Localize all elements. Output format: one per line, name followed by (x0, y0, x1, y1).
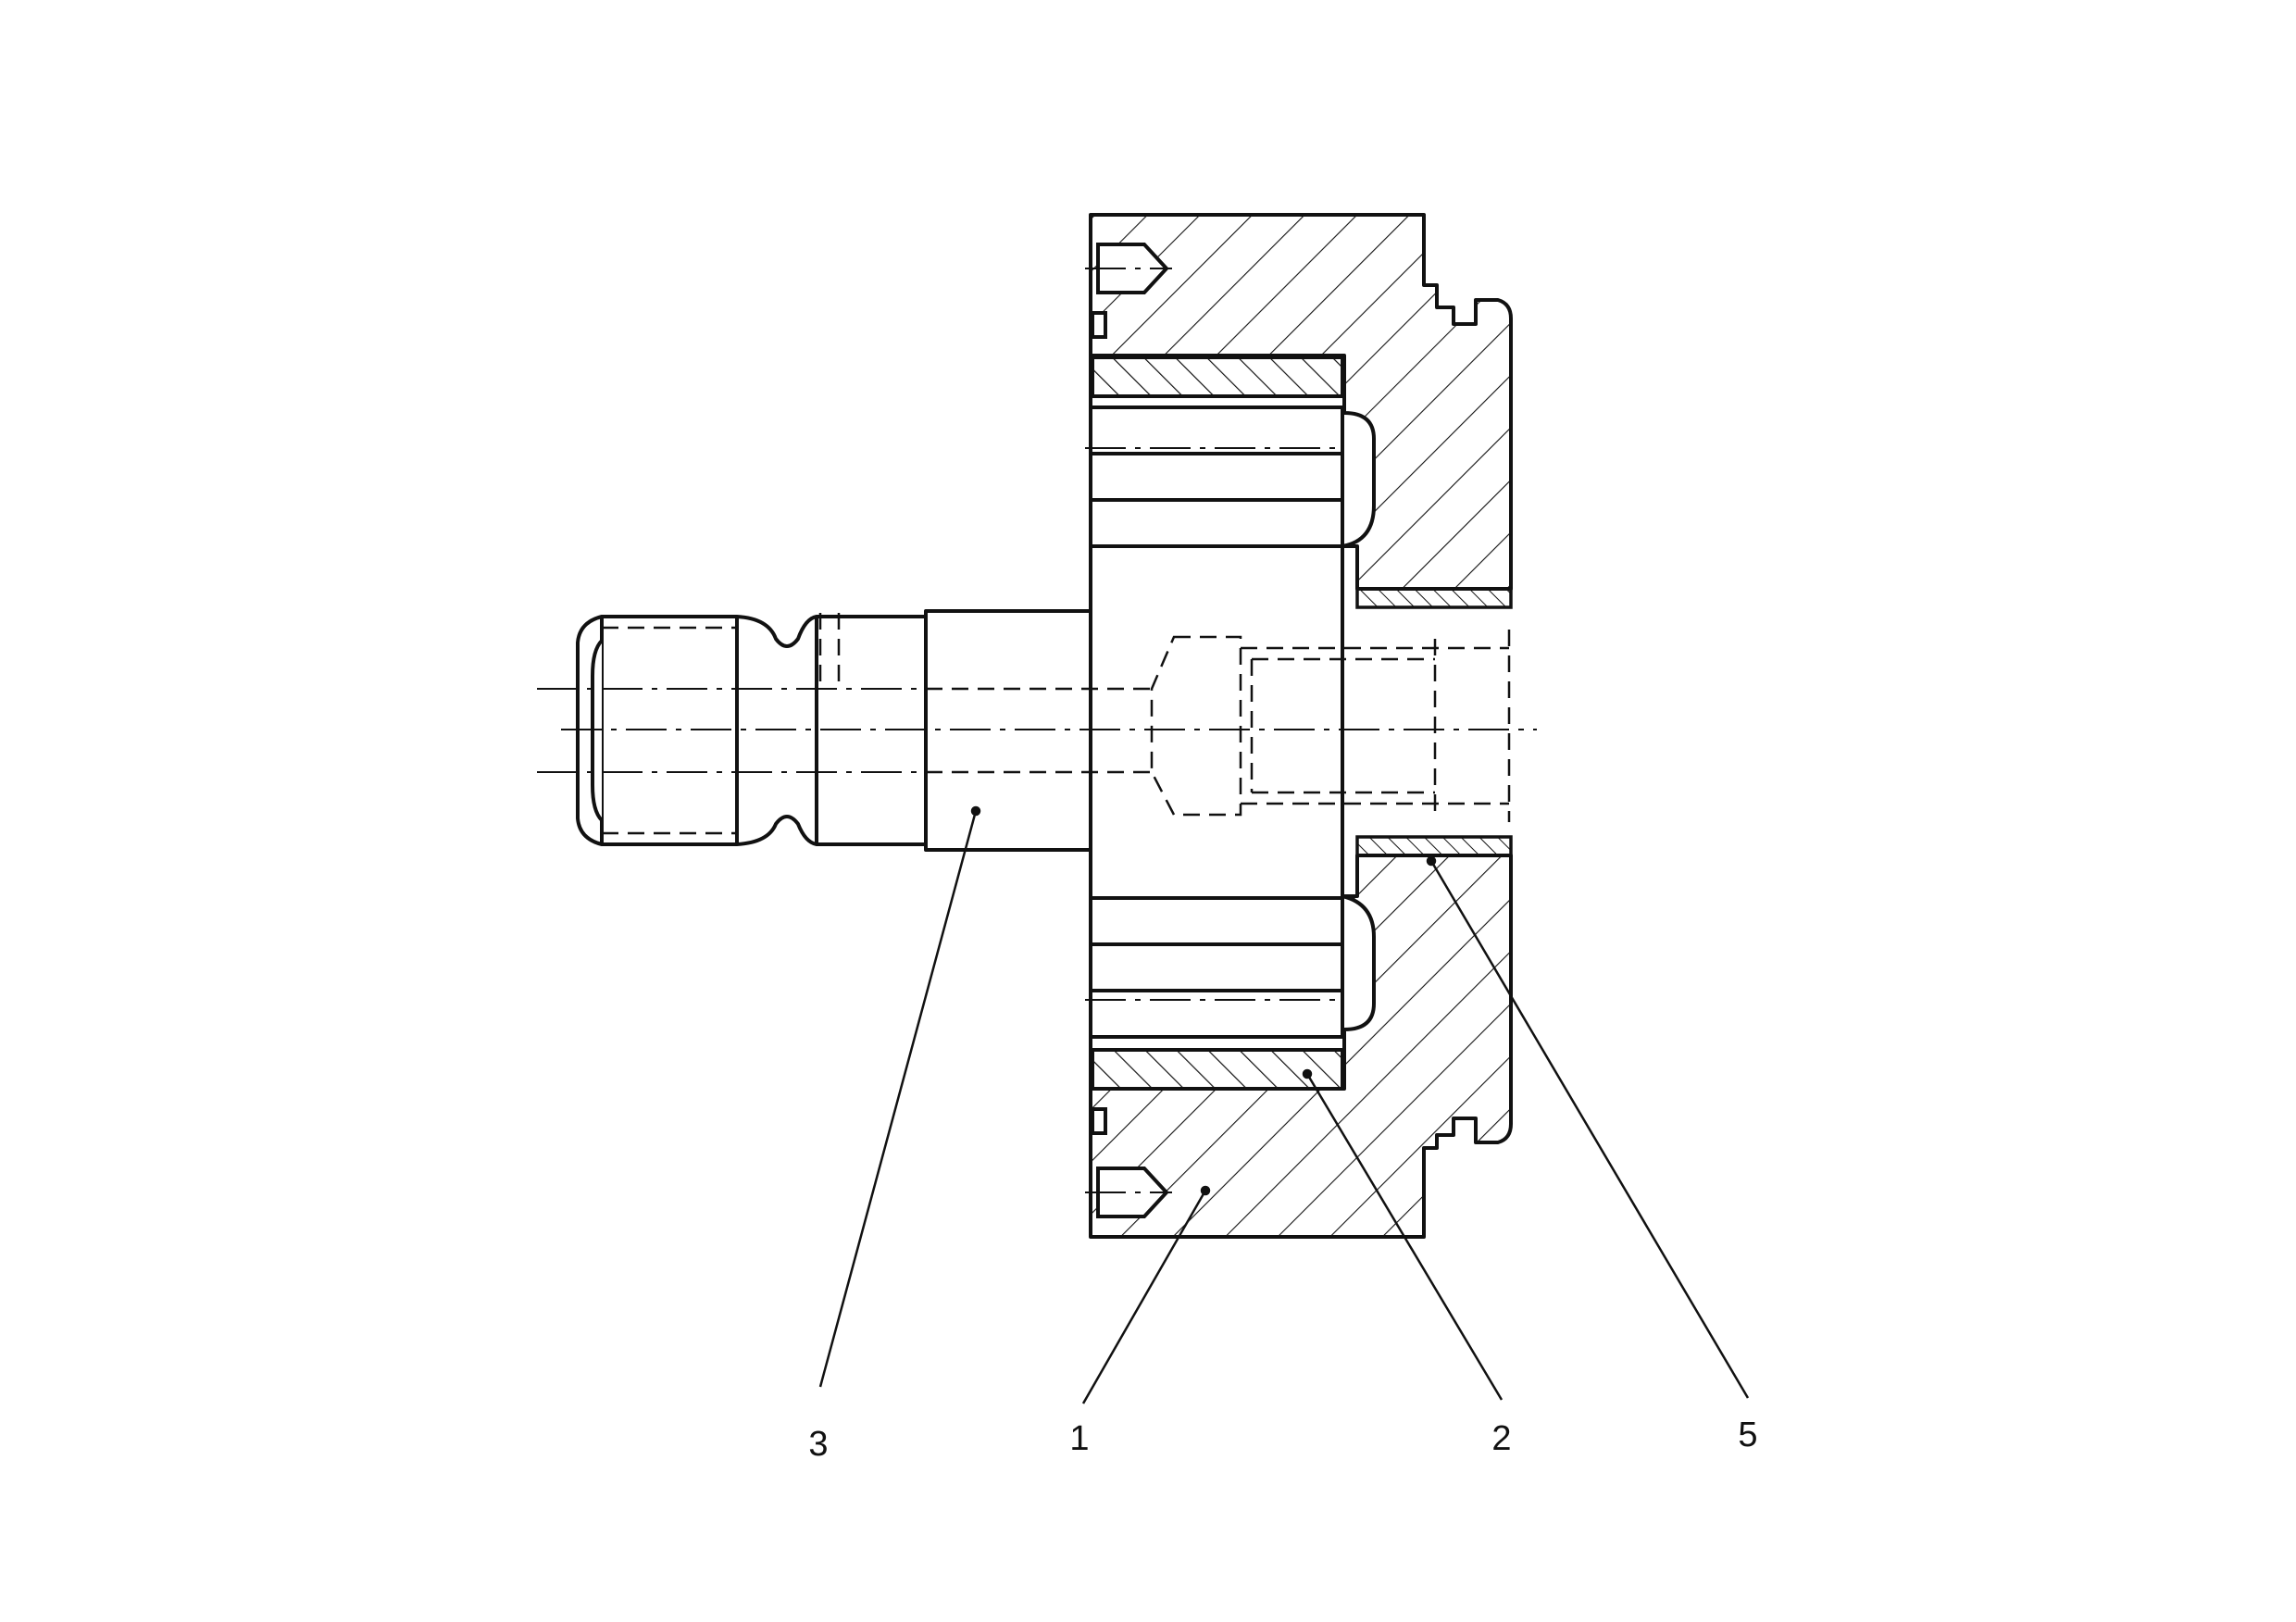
thread-hidden-lines (602, 613, 1511, 835)
callout-5: 5 (1738, 1416, 1757, 1454)
callout-1: 1 (1069, 1419, 1089, 1458)
callout-3: 3 (808, 1425, 828, 1464)
bushing-part-2 (1091, 356, 1344, 1091)
callout-labels: 3 1 2 5 (808, 1416, 1757, 1464)
body-part-1 (1089, 213, 1513, 1239)
centerlines (537, 268, 1537, 1193)
threaded-holes (1091, 243, 1169, 1218)
callout-2: 2 (1491, 1419, 1511, 1458)
leader-lines (818, 805, 1750, 1404)
flange-outline (1089, 215, 1344, 1237)
sleeve-part-5 (1355, 587, 1513, 857)
